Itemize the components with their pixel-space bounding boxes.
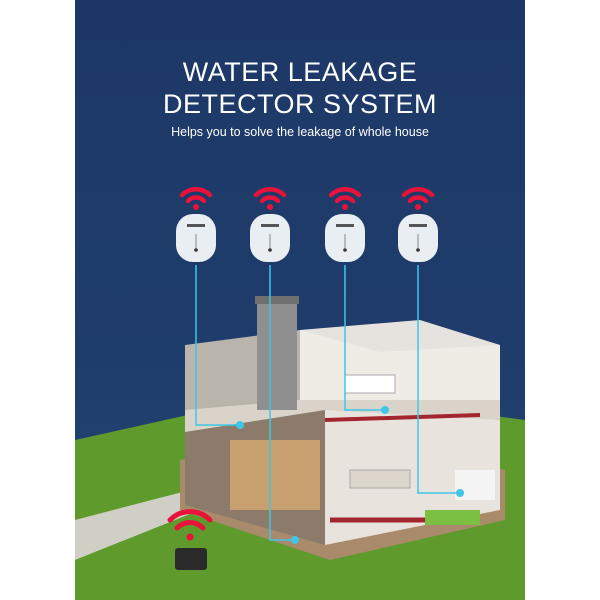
kitchen — [230, 440, 320, 510]
bed — [344, 374, 396, 394]
subtitle: Helps you to solve the leakage of whole … — [171, 125, 429, 139]
title-line-2: DETECTOR SYSTEM — [162, 89, 438, 119]
leak-sensor — [250, 187, 290, 262]
wifi-icon — [328, 187, 362, 210]
product-poster: WATER LEAKAGE DETECTOR SYSTEM Helps you … — [75, 0, 525, 600]
sensor-cables — [195, 265, 460, 541]
sensors — [176, 187, 438, 262]
wifi-icon — [253, 187, 287, 210]
sensor-logo — [409, 224, 427, 227]
wifi-icon — [179, 187, 213, 210]
sensor-logo — [187, 224, 205, 227]
hub-device — [175, 548, 207, 570]
leak-sensor — [325, 187, 365, 262]
leak-sensor — [398, 187, 438, 262]
sensor-logo — [336, 224, 354, 227]
sensor-logo — [261, 224, 279, 227]
pool — [425, 510, 480, 525]
hub-wifi-icon — [167, 509, 213, 541]
roof — [300, 320, 500, 352]
house-illustration — [75, 265, 525, 600]
chimney — [257, 300, 297, 410]
sofa — [349, 469, 411, 489]
leak-sensor — [176, 187, 216, 262]
title-line-1: WATER LEAKAGE — [182, 57, 418, 87]
path — [75, 490, 200, 560]
wifi-icon — [401, 187, 435, 210]
